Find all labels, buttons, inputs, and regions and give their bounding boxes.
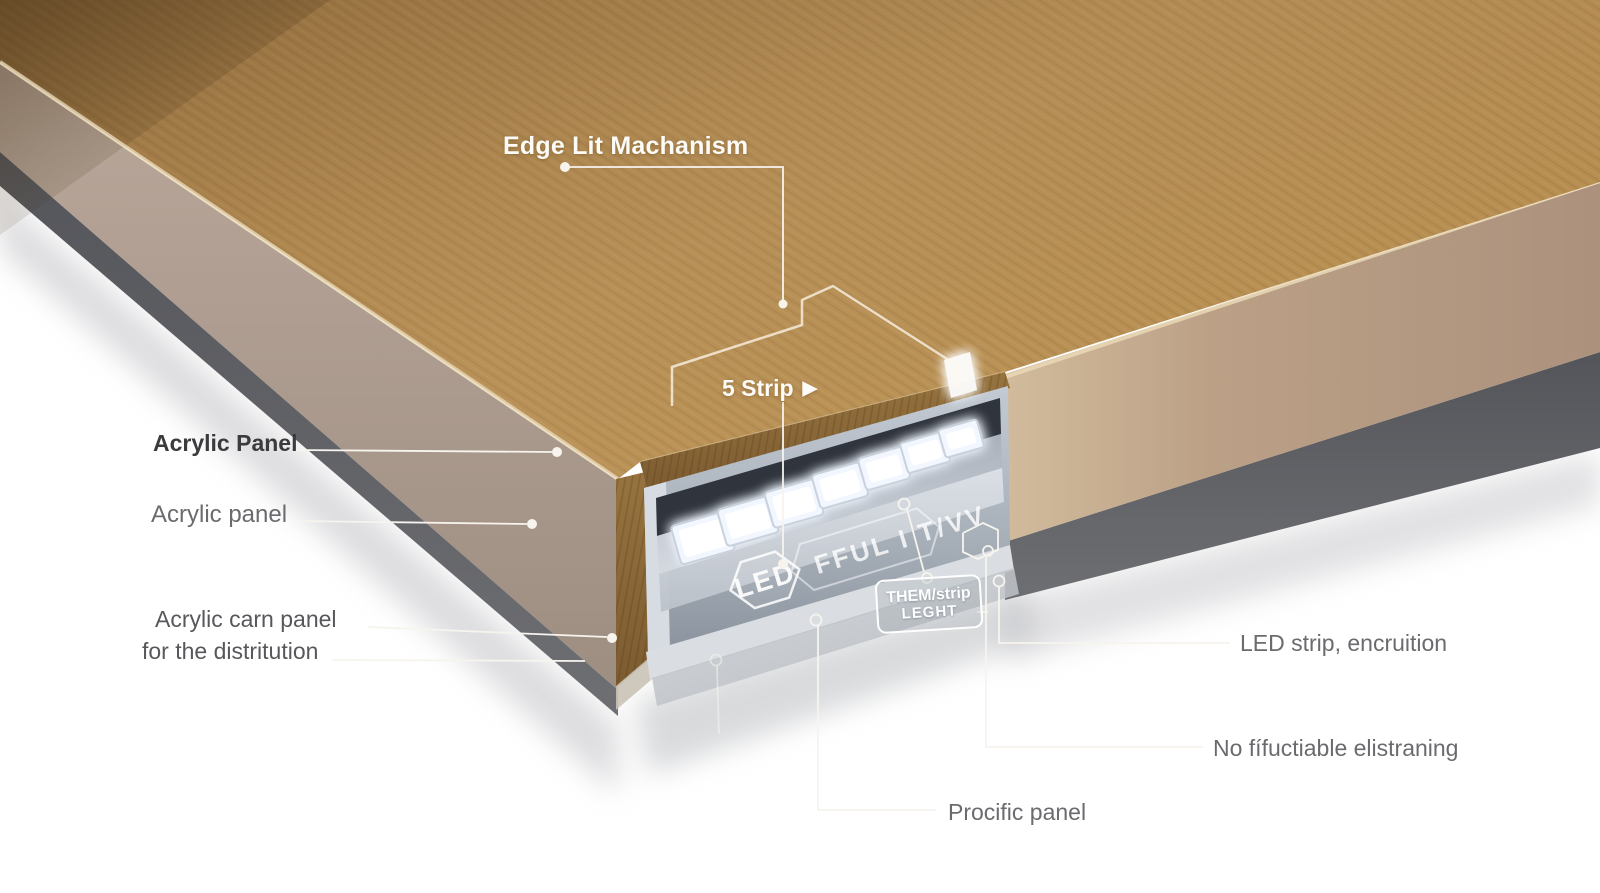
label-acrylic-distribution: Acrylic carn panel for the distritution bbox=[142, 603, 337, 667]
five-strip-text: 5 Strip bbox=[722, 375, 794, 401]
label-led-strip: LED strip, encruition bbox=[1240, 630, 1448, 656]
leader-edge-lit bbox=[560, 162, 788, 309]
label-five-strip: 5 Strip ▶ bbox=[722, 375, 817, 402]
ghost-panel-outline bbox=[670, 284, 960, 406]
leader-led-strip bbox=[992, 574, 1230, 644]
them-strip-light-badge: THEM/strip LEGHT bbox=[874, 573, 984, 635]
play-arrow-icon: ▶ bbox=[802, 378, 818, 399]
label-edge-lit-mechanism: Edge Lit Machanism bbox=[503, 132, 749, 160]
label-acrylic-panel-primary: Acrylic Panel bbox=[153, 430, 298, 456]
label-acrylic-distribution-line1: Acrylic carn panel bbox=[155, 606, 337, 632]
label-procific-panel: Procific panel bbox=[948, 799, 1087, 825]
leader-lines bbox=[293, 162, 1230, 811]
leader-five-strip bbox=[778, 402, 788, 569]
leader-acrylic-primary bbox=[293, 447, 562, 457]
left-side-faces bbox=[0, 64, 618, 716]
label-no-fifuctiable: No fífuctiable elistraning bbox=[1213, 735, 1459, 761]
leader-badge bbox=[897, 497, 999, 613]
right-block-faces bbox=[1004, 179, 1600, 600]
label-acrylic-distribution-line2: for the distritution bbox=[142, 638, 319, 664]
leader-no-fifuctiable bbox=[982, 545, 1203, 748]
leader-diffuser bbox=[709, 653, 723, 735]
floor-shadows bbox=[0, 195, 1600, 795]
badge-line2: LEGHT bbox=[901, 602, 958, 623]
wood-top-surface bbox=[0, 0, 1600, 481]
leader-procific bbox=[809, 613, 936, 811]
leader-acrylic-secondary bbox=[298, 519, 537, 529]
leader-distribution bbox=[331, 626, 617, 662]
led-channel: LED FFUL I T/VV bbox=[644, 352, 1019, 706]
label-acrylic-panel-secondary: Acrylic panel bbox=[151, 501, 288, 528]
cut-grain-strip bbox=[640, 372, 1010, 490]
